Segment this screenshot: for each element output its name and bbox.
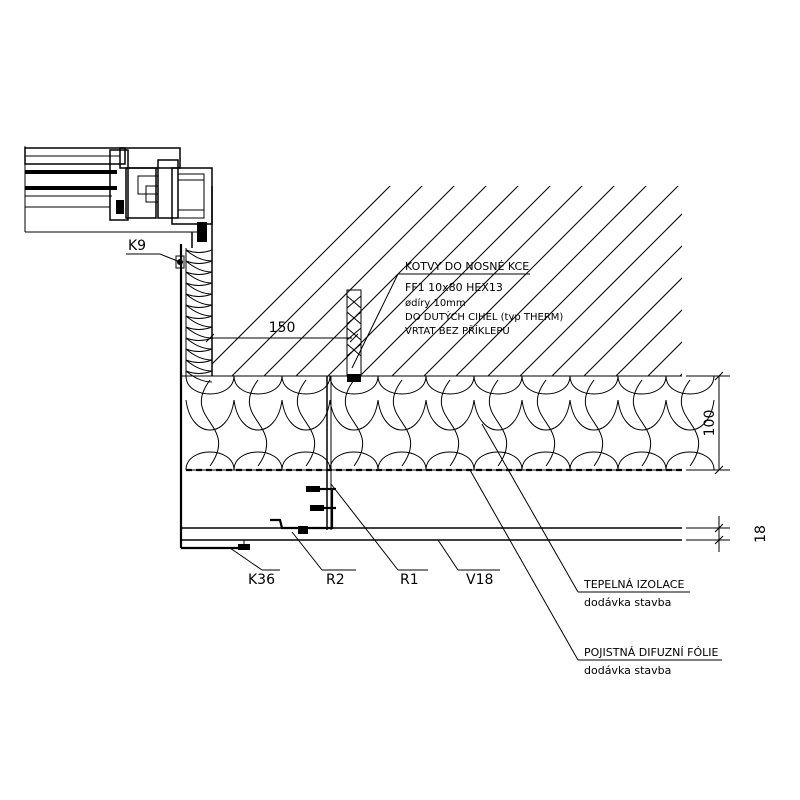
label-r1: R1 <box>330 483 428 588</box>
hatch-line <box>212 186 401 376</box>
anchor-note-line1: FF1 10x80 HEX13 <box>405 281 503 294</box>
label-k9-text: K9 <box>128 238 146 254</box>
anchor-note-line2: ødíry 10mm <box>405 297 466 309</box>
label-k9: K9 <box>126 238 181 263</box>
insulation-note-sub: dodávka stavba <box>584 596 671 609</box>
reveal-insulation <box>185 248 213 383</box>
label-r2: R2 <box>291 531 356 588</box>
hatch-line <box>263 186 465 376</box>
masonry-wall-hatch <box>212 176 800 376</box>
window-frame <box>24 146 213 248</box>
hatch-line <box>712 176 800 376</box>
label-k36-text: K36 <box>248 572 275 588</box>
dimension-150: 150 <box>205 320 359 343</box>
hatch-line <box>519 186 682 376</box>
hatch-line <box>615 186 682 376</box>
anchor-note-line4: VRTAT BEZ PŘÍKLEPU <box>405 324 510 337</box>
hatch-line <box>583 186 682 376</box>
hatch-line <box>551 186 682 376</box>
hatch-line <box>647 186 682 376</box>
hatch-line <box>487 186 682 376</box>
thermal-insulation-layer <box>185 375 715 471</box>
fixing-screws <box>238 486 336 550</box>
dimension-150-label: 150 <box>269 320 296 336</box>
hatch-line <box>744 176 800 376</box>
hatch-line <box>231 186 433 376</box>
label-v18: V18 <box>437 539 500 588</box>
wall-anchor-dowel <box>346 289 362 382</box>
dimension-18: 18 <box>686 516 769 552</box>
dimension-100: 100 <box>686 371 730 475</box>
foil-note: POJISTNÁ DIFUZNÍ FÓLIE dodávka stavba <box>469 469 722 677</box>
label-v18-text: V18 <box>466 572 493 588</box>
cladding-panel-v18 <box>181 527 682 541</box>
label-k36: K36 <box>229 547 280 588</box>
bracket-r2 <box>270 490 334 534</box>
hatch-line <box>359 186 561 376</box>
label-r2-text: R2 <box>326 572 345 588</box>
dimension-100-label: 100 <box>702 410 718 437</box>
hatch-line <box>423 186 625 376</box>
hatch-line <box>679 186 682 376</box>
hatch-line <box>776 176 800 376</box>
anchor-note: KOTVY DO NOSNÉ KCE FF1 10x80 HEX13 ødíry… <box>351 260 563 369</box>
insulation-note-title: TEPELNÁ IZOLACE <box>583 578 684 591</box>
label-r1-text: R1 <box>400 572 419 588</box>
hatch-line <box>391 186 593 376</box>
foil-note-sub: dodávka stavba <box>584 664 671 677</box>
foil-note-title: POJISTNÁ DIFUZNÍ FÓLIE <box>584 646 718 659</box>
anchor-note-line3: DO DUTÝCH CIHEL (typ THERM) <box>405 310 563 323</box>
anchor-note-title: KOTVY DO NOSNÉ KCE <box>405 260 529 273</box>
dimension-18-label: 18 <box>753 525 769 543</box>
insulation-note: TEPELNÁ IZOLACE dodávka stavba <box>481 423 690 609</box>
hatch-line <box>295 186 497 376</box>
hatch-line <box>455 186 657 376</box>
